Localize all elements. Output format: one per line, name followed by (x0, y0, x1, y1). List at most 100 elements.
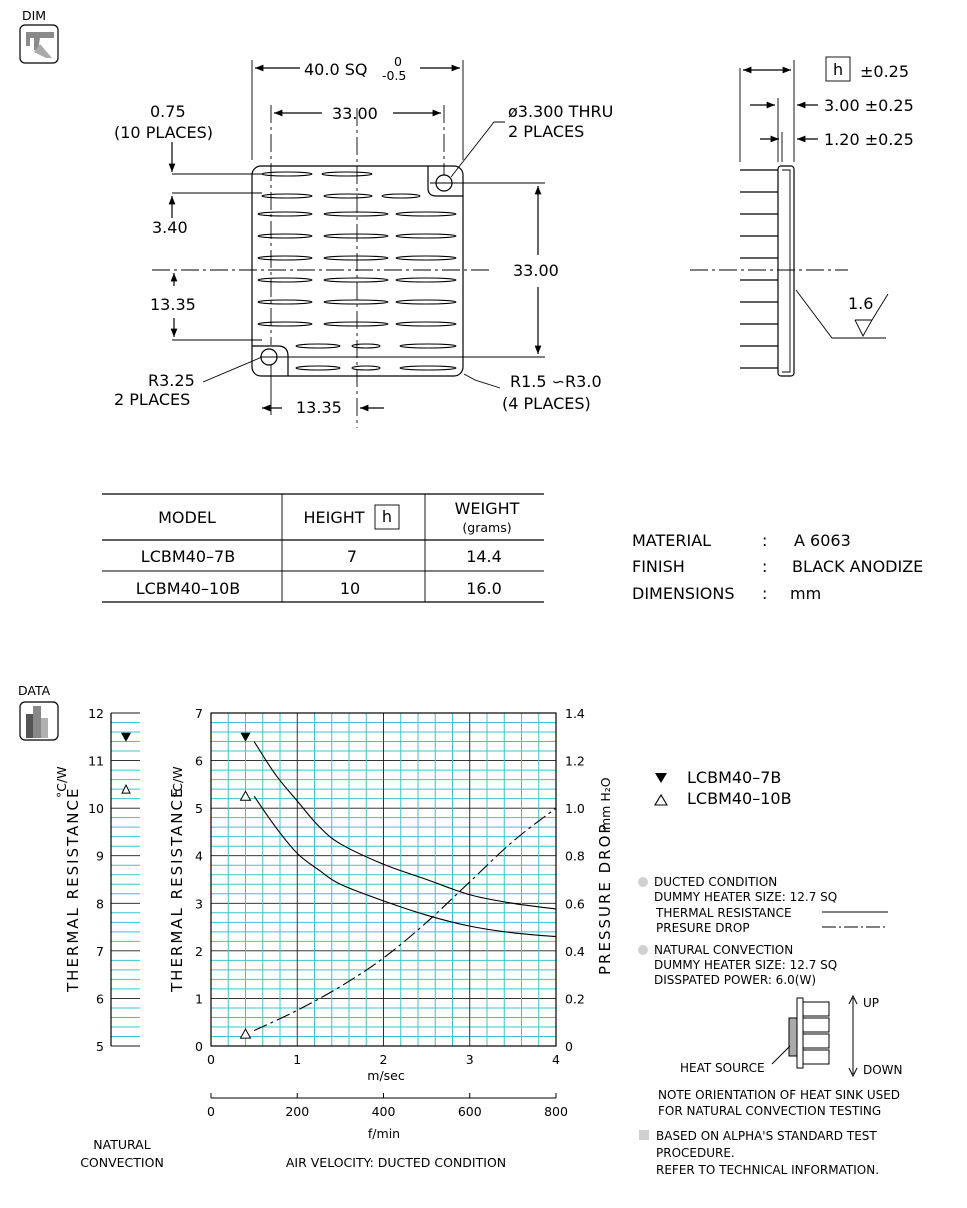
dim-label: DIM (22, 8, 46, 23)
duct-y2tick-label: 1.4 (565, 706, 585, 721)
duct-xtick-label: 0 (207, 1052, 215, 1067)
duct-marker-0 (240, 732, 251, 742)
duct-y2tick-label: 0.8 (565, 849, 585, 864)
overall-tol-top: 0 (394, 54, 402, 69)
basis-note-2: PROCEDURE. (656, 1146, 735, 1160)
duct-y2tick-label: 0.6 (565, 896, 585, 911)
side-view-labels: h ±0.25 3.00 ±0.25 1.20 ±0.25 1.6 (824, 60, 914, 313)
fin (295, 343, 341, 349)
data-section: DATA (18, 683, 59, 741)
fin (351, 343, 381, 349)
duct-xtick-label: 1 (293, 1052, 301, 1067)
nat-ytick-label: 10 (88, 801, 104, 816)
hole-pitch-top: 33.00 (332, 104, 378, 123)
duct-frame (210, 712, 557, 1047)
row-2-height: 10 (340, 579, 360, 598)
fin (323, 255, 389, 261)
duct-ytick-label: 3 (195, 896, 203, 911)
overall-tol-bottom: -0.5 (382, 68, 406, 83)
row-1-model: LCBM40–7B (141, 547, 235, 566)
duct-ytick-label: 0 (195, 1039, 203, 1054)
legend: LCBM40–7B LCBM40–10B (654, 768, 792, 808)
dim-section: DIM (19, 8, 59, 64)
duct-y2tick-label: 1.0 (565, 801, 585, 816)
legend-open-triangle-icon (654, 793, 668, 806)
material-sep: : (762, 531, 767, 550)
fin (395, 211, 457, 217)
ducted-tr: THERMAL RESISTANCE (655, 906, 792, 920)
nat-point-10b (121, 783, 131, 794)
dim-1335-horizontal: 13.35 (296, 398, 342, 417)
fin (395, 277, 457, 283)
duct-x2tick-label: 200 (285, 1104, 309, 1119)
nat-ytick-label: 5 (96, 1039, 104, 1054)
nat-caption-2: CONVECTION (80, 1155, 164, 1170)
fin (381, 193, 421, 199)
nat-caption-1: NATURAL (93, 1137, 150, 1152)
duct-y2tick-label: 0.4 (565, 944, 585, 959)
duct-xtick-label: 3 (466, 1052, 474, 1067)
dim-1335-vertical: 13.35 (150, 295, 196, 314)
hole-spec: ø3.300 THRU (508, 102, 613, 121)
fin (257, 299, 313, 305)
duct-x2tick-label: 0 (207, 1104, 215, 1119)
edge-075-note: (10 PLACES) (114, 123, 213, 142)
down-label: DOWN (863, 1063, 903, 1077)
fin-pattern (257, 171, 457, 371)
header-weight-unit: (grams) (462, 520, 511, 535)
fin (323, 233, 389, 239)
side-fin-pattern (740, 169, 778, 369)
h-tolerance: ±0.25 (860, 62, 909, 81)
spec-table: MODEL HEIGHT h WEIGHT (grams) LCBM40–7B … (102, 493, 544, 603)
fin (323, 321, 389, 327)
data-label: DATA (18, 683, 51, 698)
plate-thickness: 1.20 ±0.25 (824, 130, 914, 149)
duct-xtick-label: 2 (380, 1052, 388, 1067)
caliper-icon (19, 24, 59, 64)
material-block: MATERIAL : A 6063 FINISH : BLACK ANODIZE… (632, 531, 923, 603)
natural-heater: DUMMY HEATER SIZE: 12.7 SQ (654, 958, 837, 972)
fin (257, 277, 313, 283)
row-1-height: 7 (347, 547, 357, 566)
up-down-arrow-icon (848, 994, 858, 1078)
fin (323, 193, 373, 199)
duct-xlabel: m/sec (367, 1068, 405, 1083)
duct-xlabel2: f/min (368, 1126, 400, 1141)
fin (323, 299, 389, 305)
fin (399, 343, 457, 349)
duct-y2unit: mm H₂O (598, 777, 613, 830)
bar-chart-icon (19, 701, 59, 741)
nat-yunit: °C/W (54, 766, 69, 798)
nat-ytick-label: 11 (88, 754, 104, 769)
finish-mark: 1.6 (848, 294, 873, 313)
dimensions-key: DIMENSIONS (632, 584, 735, 603)
r325-note: 2 PLACES (114, 390, 190, 409)
duct-marker-1 (239, 790, 252, 801)
basis-note-3: REFER TO TECHNICAL INFORMATION. (656, 1163, 879, 1177)
overall-size: 40.0 SQ (304, 60, 367, 79)
header-weight: WEIGHT (455, 499, 520, 518)
duct-x2tick-label: 600 (458, 1104, 482, 1119)
hole-spec-note: 2 PLACES (508, 122, 584, 141)
h-box-label: h (833, 60, 843, 79)
header-height: HEIGHT (303, 508, 364, 527)
fin (295, 365, 341, 371)
corner-radius-label: R1.5 ∽R3.0 (510, 372, 602, 391)
natural-power: DISSPATED POWER: 6.0(W) (654, 973, 816, 987)
finish-key: FINISH (632, 557, 685, 576)
fin (261, 171, 313, 177)
duct-ytick-label: 1 (195, 991, 203, 1006)
nat-ytick-label: 6 (96, 991, 104, 1006)
corner-radius-note: (4 PLACES) (502, 394, 591, 413)
fin (395, 255, 457, 261)
nat-ytick-label: 7 (96, 944, 104, 959)
fin (395, 321, 457, 327)
fin (257, 233, 313, 239)
ducted-title: DUCTED CONDITION (654, 875, 777, 889)
front-view (152, 60, 545, 428)
ducted-pd: PRESURE DROP (656, 921, 750, 935)
basis-note-1: BASED ON ALPHA'S STANDARD TEST (656, 1129, 877, 1143)
nat-ylabel: THERMAL RESISTANCE (64, 787, 82, 993)
ducted-bullet-icon (638, 877, 648, 887)
